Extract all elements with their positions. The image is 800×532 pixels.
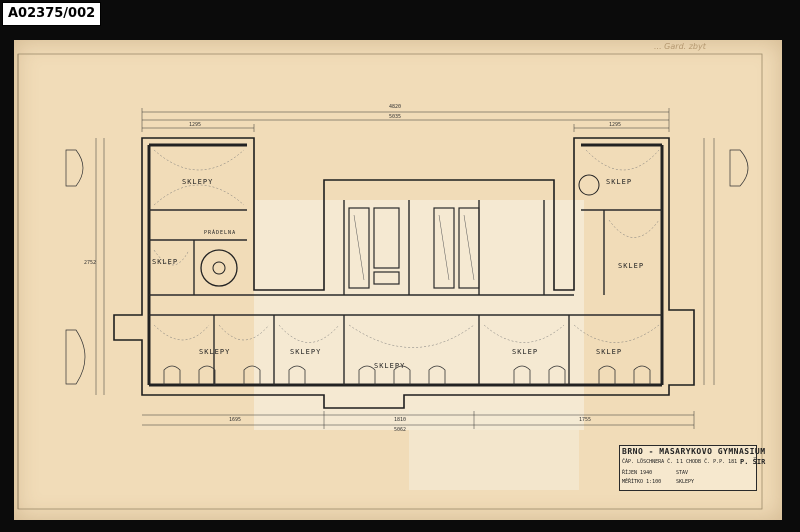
dim-bottom-mid: 1810 [394, 417, 407, 423]
title-block: BRNO - MASARYKOVO GYMNASIUM ČÁP. LÖSCHNE… [619, 445, 765, 491]
corner-note: ... Gard. zbyt [654, 42, 706, 51]
dim-bottom-right: 1755 [579, 417, 592, 423]
room-sklepy-bl: SKLEPY [199, 348, 231, 356]
title-block-address: ČÁP. LÖSCHNERA Č. 1 [622, 459, 680, 465]
room-sklep-tl: SKLEPY [182, 178, 214, 186]
dim-left-height: 2752 [84, 260, 97, 266]
title-block-scale: MĚŘÍTKO 1:100 [622, 479, 662, 485]
dim-overall-top-a: 4820 [389, 104, 402, 110]
room-sklep-tr: SKLEP [606, 178, 633, 186]
title-block-title: BRNO - MASARYKOVO GYMNASIUM [622, 447, 766, 456]
title-block-mark: P. ŠIR [740, 458, 766, 466]
room-sklep-br2: SKLEP [596, 348, 623, 356]
dim-left-wing: 1295 [189, 122, 202, 128]
room-sklepy-bc: SKLEPY [374, 362, 406, 370]
floor-plan-drawing [17, 53, 763, 510]
room-pradelna: PRÁDELNA [204, 230, 237, 236]
title-block-floor-value: SKLEPY [676, 479, 695, 485]
archive-tag: A02375/002 [2, 2, 102, 26]
room-sklep-ml: SKLEP [152, 258, 179, 266]
dim-bottom-left: 1695 [229, 417, 242, 423]
title-block-reference: 1 CHODB Č. P.P. 181 [680, 459, 738, 465]
room-sklepy-bl2: SKLEPY [290, 348, 322, 356]
dim-overall-top-b: 5035 [389, 114, 402, 120]
dim-right-wing: 1295 [609, 122, 622, 128]
title-block-floor-label: STAV [676, 470, 689, 476]
room-sklep-br1: SKLEP [512, 348, 539, 356]
blueprint-sheet: ... Gard. zbyt 4820 5035 1295 1295 5062 … [14, 40, 782, 520]
dim-bottom-overall: 5062 [394, 427, 407, 433]
room-sklep-mr: SKLEP [618, 262, 645, 270]
title-block-date: ŘÍJEN 1940 [622, 470, 653, 476]
